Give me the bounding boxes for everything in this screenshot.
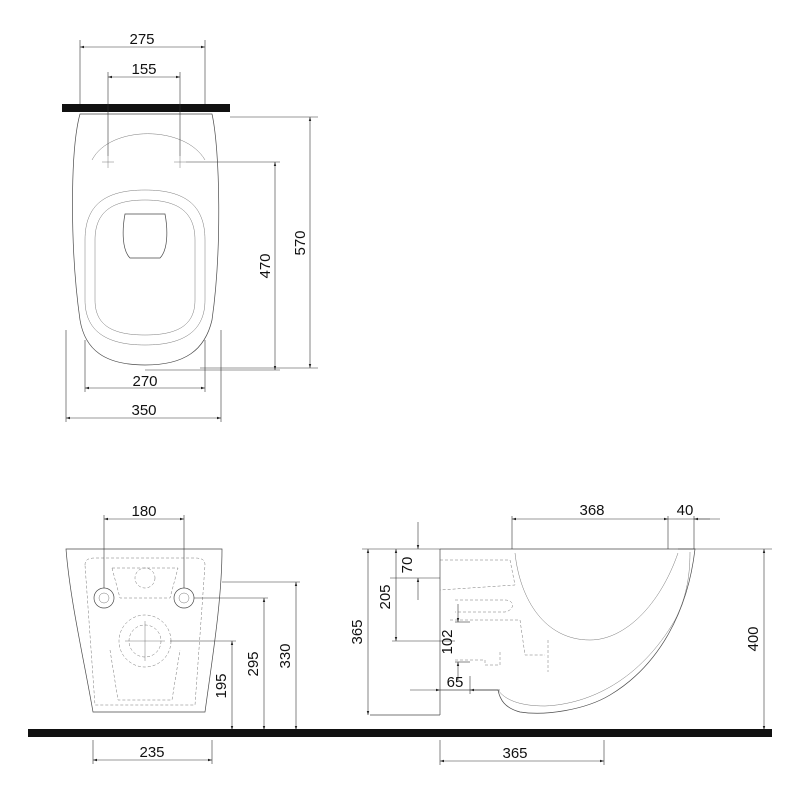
bowl-outline-top — [72, 113, 220, 366]
dim-label-70: 70 — [399, 557, 416, 574]
bolt-hole-left-front — [93, 587, 115, 609]
mount-hole-left — [102, 156, 114, 168]
seat-inner — [94, 199, 196, 336]
dim-label-235: 235 — [139, 744, 164, 761]
dim-label-180: 180 — [131, 503, 156, 520]
dim-label-365-horizontal: 365 — [502, 745, 527, 762]
dim-label-365-vertical: 365 — [349, 619, 366, 644]
dim-label-275: 275 — [129, 31, 154, 48]
dim-label-40: 40 — [677, 502, 694, 519]
mount-hole-right — [174, 156, 186, 168]
dim-label-155: 155 — [131, 61, 156, 78]
dim-label-368: 368 — [579, 502, 604, 519]
rear-flange-front — [84, 557, 206, 706]
dim-label-270: 270 — [132, 373, 157, 390]
bowl-outline-side — [440, 548, 696, 714]
side-view: 368 40 70 205 365 102 65 400 365 — [349, 502, 772, 765]
top-view: 275 155 270 350 470 570 — [62, 31, 318, 422]
bowl-opening — [122, 213, 168, 259]
base-recess-front — [109, 649, 181, 701]
inlet-recess — [111, 567, 179, 599]
dim-label-102: 102 — [439, 629, 456, 654]
dim-label-205: 205 — [377, 584, 394, 609]
bowl-outline-front — [65, 548, 223, 713]
dim-label-195: 195 — [213, 673, 230, 698]
dim-label-295: 295 — [245, 651, 262, 676]
dim-label-330: 330 — [277, 643, 294, 668]
flush-inlet — [134, 567, 156, 589]
outlet-channel — [455, 650, 501, 666]
bowl-inner-side — [514, 552, 679, 641]
inlet-channel — [439, 559, 516, 591]
dim-label-350: 350 — [131, 402, 156, 419]
dim-label-470: 470 — [257, 253, 274, 278]
dim-label-65: 65 — [447, 674, 464, 691]
trap-channel — [450, 619, 545, 656]
front-view: 180 195 295 330 235 — [65, 503, 300, 764]
floor-bar — [28, 729, 772, 737]
dim-label-400: 400 — [745, 626, 762, 651]
bolt-hole-right-front — [173, 587, 195, 609]
wall-bar-top — [62, 104, 230, 112]
seat-outline — [84, 189, 206, 346]
dim-label-570: 570 — [292, 230, 309, 255]
bolt-channel — [455, 599, 513, 613]
bowl-rim-top — [91, 133, 206, 161]
bowl-outer-curve — [497, 551, 691, 707]
